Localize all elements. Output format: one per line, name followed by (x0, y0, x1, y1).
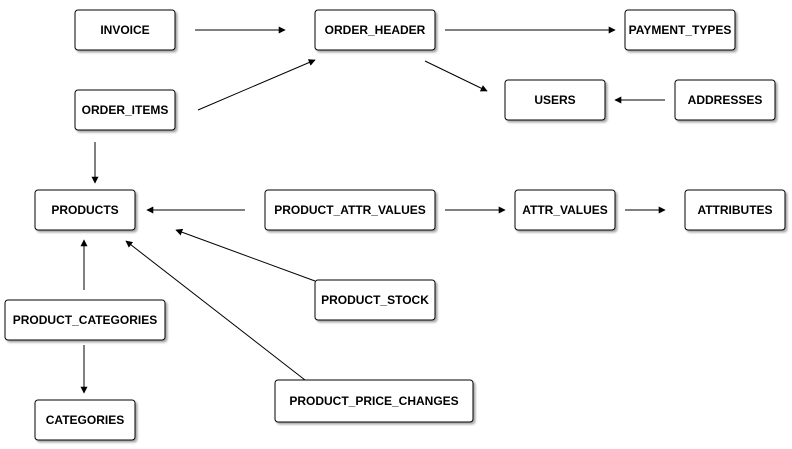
edge-order-items-to-order-header (197, 59, 316, 111)
node-products[interactable]: PRODUCTS (34, 189, 136, 231)
node-invoice-label: INVOICE (100, 23, 149, 37)
node-attributes[interactable]: ATTRIBUTES (684, 189, 786, 231)
node-payment-types-label: PAYMENT_TYPES (629, 23, 732, 37)
node-users[interactable]: USERS (504, 79, 606, 121)
edge-product-stock-to-products (175, 228, 316, 282)
edges (80, 26, 666, 394)
node-product-attr-values-label: PRODUCT_ATTR_VALUES (274, 203, 426, 217)
node-addresses[interactable]: ADDRESSES (674, 79, 776, 121)
node-product-categories[interactable]: PRODUCT_CATEGORIES (4, 299, 166, 341)
node-attr-values[interactable]: ATTR_VALUES (514, 189, 616, 231)
node-order-header-label: ORDER_HEADER (325, 23, 426, 37)
edge-product-price-changes-to-products (125, 240, 306, 381)
nodes: INVOICE ORDER_HEADER PAYMENT_TYPES ORDER… (4, 9, 786, 441)
node-product-categories-label: PRODUCT_CATEGORIES (13, 313, 157, 327)
node-payment-types[interactable]: PAYMENT_TYPES (624, 9, 736, 51)
node-categories-label: CATEGORIES (46, 413, 124, 427)
node-addresses-label: ADDRESSES (688, 93, 763, 107)
node-order-items[interactable]: ORDER_ITEMS (74, 89, 176, 131)
edge-order-header-to-users (424, 60, 488, 92)
node-product-attr-values[interactable]: PRODUCT_ATTR_VALUES (264, 189, 436, 231)
node-users-label: USERS (534, 93, 575, 107)
node-attributes-label: ATTRIBUTES (697, 203, 772, 217)
node-order-header[interactable]: ORDER_HEADER (314, 9, 436, 51)
node-order-items-label: ORDER_ITEMS (82, 103, 169, 117)
node-product-stock-label: PRODUCT_STOCK (321, 293, 429, 307)
node-attr-values-label: ATTR_VALUES (522, 203, 608, 217)
node-product-price-changes[interactable]: PRODUCT_PRICE_CHANGES (274, 379, 474, 423)
node-invoice[interactable]: INVOICE (74, 9, 176, 51)
node-categories[interactable]: CATEGORIES (34, 399, 136, 441)
node-product-stock[interactable]: PRODUCT_STOCK (314, 279, 436, 321)
node-product-price-changes-label: PRODUCT_PRICE_CHANGES (289, 394, 458, 408)
node-products-label: PRODUCTS (51, 203, 118, 217)
